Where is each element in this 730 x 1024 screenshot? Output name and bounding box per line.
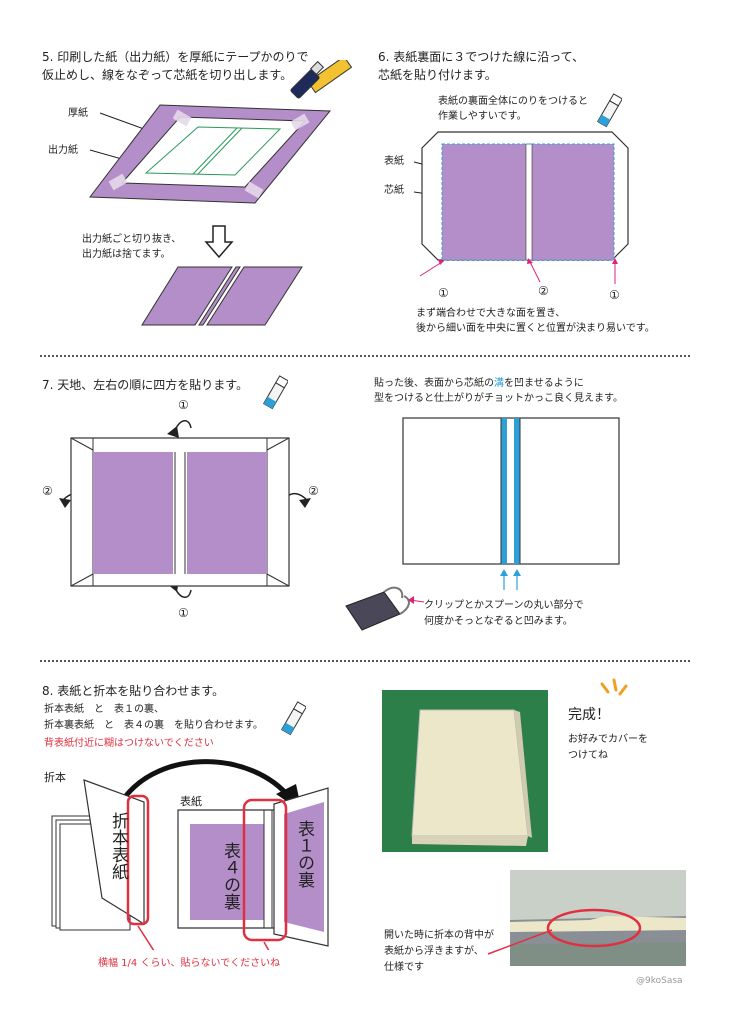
step6-line2: 芯紙を貼り付けます。 [378,68,497,82]
glue-stick-icon [596,93,622,128]
four-sides-diagram [59,420,311,598]
ruler-icon [307,60,353,94]
core-pieces [141,266,303,326]
finished-book-photo [382,690,548,852]
mark-1-left: ① [438,286,449,300]
done-title: 完成！ [568,707,610,723]
fold-mark-1-bottom: ① [178,606,189,620]
open-book-image [510,870,686,948]
fold-mark-2-left: ② [42,484,53,498]
credit: @9koSasa [636,976,683,986]
pointer-arrow [408,596,425,604]
book-cover-text: 折本表紙 [108,812,128,880]
pointer-line [487,929,553,955]
cut-note-line2: 出力紙は捨てます。 [82,249,171,260]
assembly-diagram [51,759,329,950]
step8-line1: 折本表紙 と 表１の裏、 [44,704,164,715]
glue-note-line1: 表紙の裏面全体にのりをつけると [438,96,588,107]
step8-line2: 折本裏表紙 と 表４の裏 を貼り合わせます。 [44,720,263,731]
cut-note-line1: 出力紙ごと切り抜き、 [82,234,182,245]
binder-clip-icon [345,586,410,631]
glue-stick-icon [280,701,306,736]
label-cover: 表紙 [384,156,404,167]
glue-note-line2: 作業しやすいです。 [438,111,527,122]
section-divider-2 [40,660,690,662]
fold-mark-1-top: ① [178,398,189,412]
photo-note-line3: 仕様です [384,962,424,973]
back-4-text: 表４の裏 [220,842,240,910]
fold-mark-2-right: ② [308,484,319,498]
photo-note-line2: 表紙から浮きますが、 [384,946,484,957]
photo-note-line1: 開いた時に折本の背中が [384,930,494,941]
groove-tip-line1-rest: を凹ませるように [504,378,584,389]
step8-title: 8. 表紙と折本を貼り合わせます。 [42,684,225,698]
groove-highlight: 溝 [494,378,504,389]
cover-back-diagram [413,131,629,284]
done-note-line1: お好みでカバーを [568,734,648,745]
done-note-line2: つけてね [568,750,608,761]
width-note: 横幅 1/4 くらい、貼らないでくださいね [98,958,281,969]
mark-2-center: ② [538,284,549,298]
step5-line1: 5. 印刷した紙（出力紙）を厚紙にテープかのりで [42,50,309,64]
clip-note-line2: 何度かそっとなぞると凹みます。 [424,616,573,627]
mark-1-right: ① [609,288,620,302]
groove-cover-diagram [402,417,620,590]
finished-book-image [411,709,532,846]
label-core: 芯紙 [384,185,404,196]
groove-tip-line1-text: 貼った後、表面から芯紙の [374,378,494,389]
groove-tip-line2: 型をつけると仕上がりがチョットかっこ良く見えます。 [374,393,623,404]
front-1-text: 表１の裏 [294,820,314,888]
groove-tip-line1: 貼った後、表面から芯紙の溝を凹ませるように [374,376,584,391]
step7-title: 7. 天地、左右の順に四方を貼ります。 [42,378,249,392]
label-book: 折本 [44,771,66,784]
label-cover-step8: 表紙 [180,795,202,808]
clip-note-line1: クリップとかスプーンの丸い部分で [424,600,584,611]
step5-line2: 仮止めし、線をなぞって芯紙を切り出します。 [42,68,293,82]
cutter-ruler-icon [290,60,353,99]
open-book-photo [510,870,686,966]
tip-line2: 後から細い面を中央に置くと位置が決まり易いです。 [416,323,655,334]
label-board: 厚紙 [68,108,88,119]
sparkle-icon [600,678,628,696]
cutter-icon [290,60,325,99]
step6-line1: 6. 表紙裏面に３でつけた線に沿って、 [378,50,585,64]
arrow-down-icon [204,225,234,259]
section-divider-1 [40,355,690,357]
label-output-paper: 出力紙 [48,145,78,156]
glue-stick-icon [262,375,288,410]
board-diagram [89,104,332,204]
tip-line1: まず端合わせで大きな面を置き、 [416,308,566,319]
step8-warning: 背表紙付近に糊はつけないでください [44,738,214,749]
